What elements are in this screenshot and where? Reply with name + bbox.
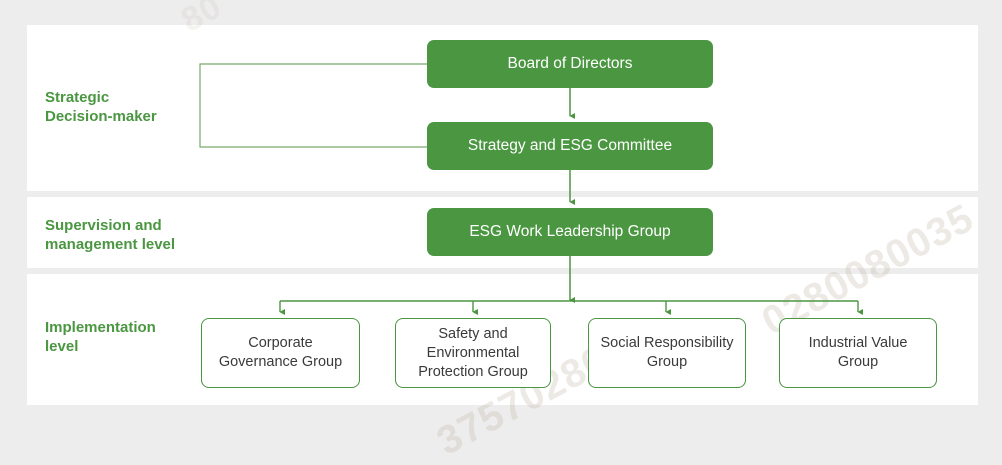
org-chart-diagram: 0280080035 37570280 80 Strategic Decisio… bbox=[27, 0, 981, 464]
node-board-of-directors[interactable]: Board of Directors bbox=[427, 40, 713, 88]
node-strategy-and-esg-committee[interactable]: Strategy and ESG Committee bbox=[427, 122, 713, 170]
node-safety-and-environmental-protection-group[interactable]: Safety and Environmental Protection Grou… bbox=[395, 318, 551, 388]
node-industrial-value-group[interactable]: Industrial Value Group bbox=[779, 318, 937, 388]
node-social-responsibility-group[interactable]: Social Responsibility Group bbox=[588, 318, 746, 388]
level-label-implementation: Implementation level bbox=[45, 319, 156, 355]
node-esg-work-leadership-group[interactable]: ESG Work Leadership Group bbox=[427, 208, 713, 256]
level-label-strategic: Strategic Decision-maker bbox=[45, 89, 157, 125]
node-corporate-governance-group[interactable]: Corporate Governance Group bbox=[201, 318, 360, 388]
level-label-supervision: Supervision and management level bbox=[45, 217, 176, 253]
